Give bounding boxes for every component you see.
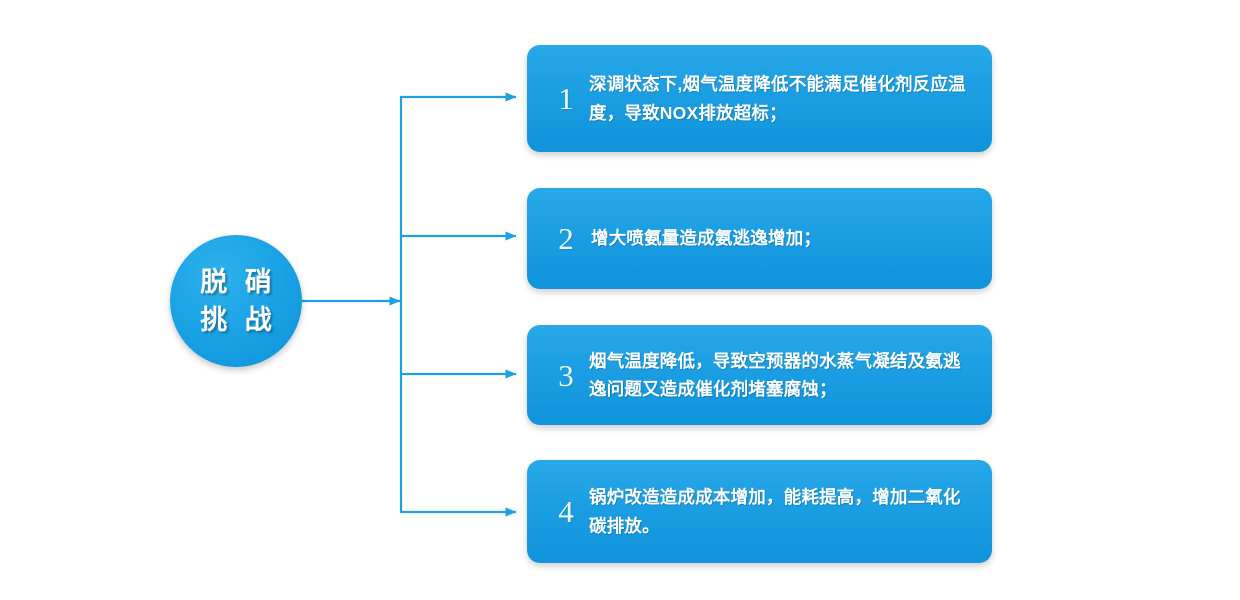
challenge-item-3-text: 烟气温度降低，导致空预器的水蒸气凝结及氨逃逸问题又造成催化剂堵塞腐蚀； (589, 350, 961, 399)
challenge-item-2: 2 增大喷氨量造成氨逃逸增加； (527, 188, 992, 289)
challenge-item-4-text: 锅炉改造造成成本增加，能耗提高，增加二氧化碳排放。 (589, 487, 961, 536)
challenge-item-4-number: 4 (558, 494, 574, 529)
challenge-item-3-number: 3 (558, 357, 574, 393)
hub-label-line2: 挑 战 (200, 305, 277, 335)
challenge-item-3: 3 烟气温度降低，导致空预器的水蒸气凝结及氨逃逸问题又造成催化剂堵塞腐蚀； (527, 325, 992, 425)
challenge-item-4: 4 锅炉改造造成成本增加，能耗提高，增加二氧化碳排放。 (527, 460, 992, 563)
challenge-item-1-number: 1 (558, 81, 574, 116)
hub-circle: 脱 硝 挑 战 (170, 235, 302, 367)
challenge-item-2-number: 2 (558, 221, 574, 256)
hub-label-line1: 脱 硝 (200, 266, 277, 297)
challenge-item-1-text: 深调状态下,烟气温度降低不能满足催化剂反应温度，导致NOX排放超标； (589, 74, 966, 123)
challenge-item-1: 1 深调状态下,烟气温度降低不能满足催化剂反应温度，导致NOX排放超标； (527, 45, 992, 152)
challenge-item-2-text: 增大喷氨量造成氨逃逸增加； (591, 228, 822, 249)
